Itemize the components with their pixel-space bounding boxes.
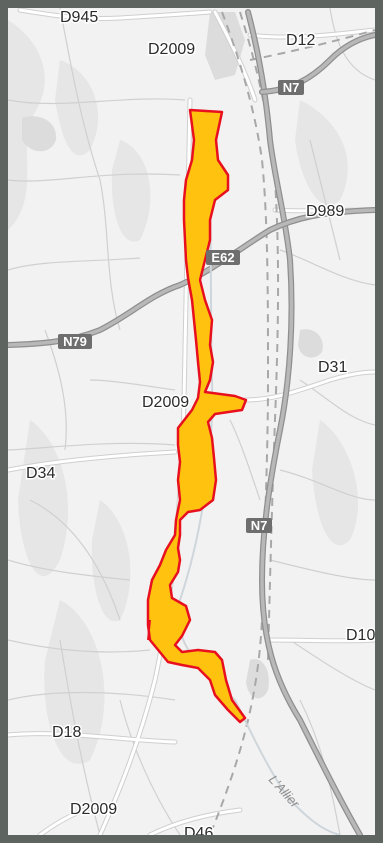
label-d18: D18 <box>52 724 81 741</box>
route-shield-n7-mid: N7 <box>246 518 272 533</box>
terrain-shading <box>8 20 359 764</box>
svg-text:N79: N79 <box>63 334 87 349</box>
forest-areas <box>22 12 323 699</box>
route-shield-n7-top: N7 <box>278 80 304 95</box>
label-d31: D31 <box>318 359 347 376</box>
highlight-spur <box>147 619 151 641</box>
label-d945: D945 <box>60 9 98 26</box>
label-d34: D34 <box>26 465 55 482</box>
highway-n7 <box>245 9 363 835</box>
route-shield-e62: E62 <box>206 250 240 265</box>
label-d2009-bottom: D2009 <box>70 801 117 818</box>
label-d46: D46 <box>184 825 213 835</box>
map-canvas[interactable]: N7 E62 N79 N7 D945 D2009 D12 D989 D31 D2… <box>8 8 375 835</box>
highlighted-area[interactable] <box>146 108 248 724</box>
label-d10: D10 <box>346 627 375 644</box>
river-line <box>177 119 341 835</box>
svg-text:E62: E62 <box>211 250 234 265</box>
road-labels: D945 D2009 D12 D989 D31 D2009 D34 D10 D1… <box>25 8 376 835</box>
label-d12: D12 <box>286 32 315 49</box>
label-d2009-top: D2009 <box>148 41 195 58</box>
route-shield-n79: N79 <box>58 334 92 349</box>
svg-text:N7: N7 <box>283 80 300 95</box>
minor-roads <box>8 8 375 835</box>
svg-text:N7: N7 <box>251 518 268 533</box>
label-d989: D989 <box>306 203 344 220</box>
label-d2009-mid: D2009 <box>142 394 189 411</box>
